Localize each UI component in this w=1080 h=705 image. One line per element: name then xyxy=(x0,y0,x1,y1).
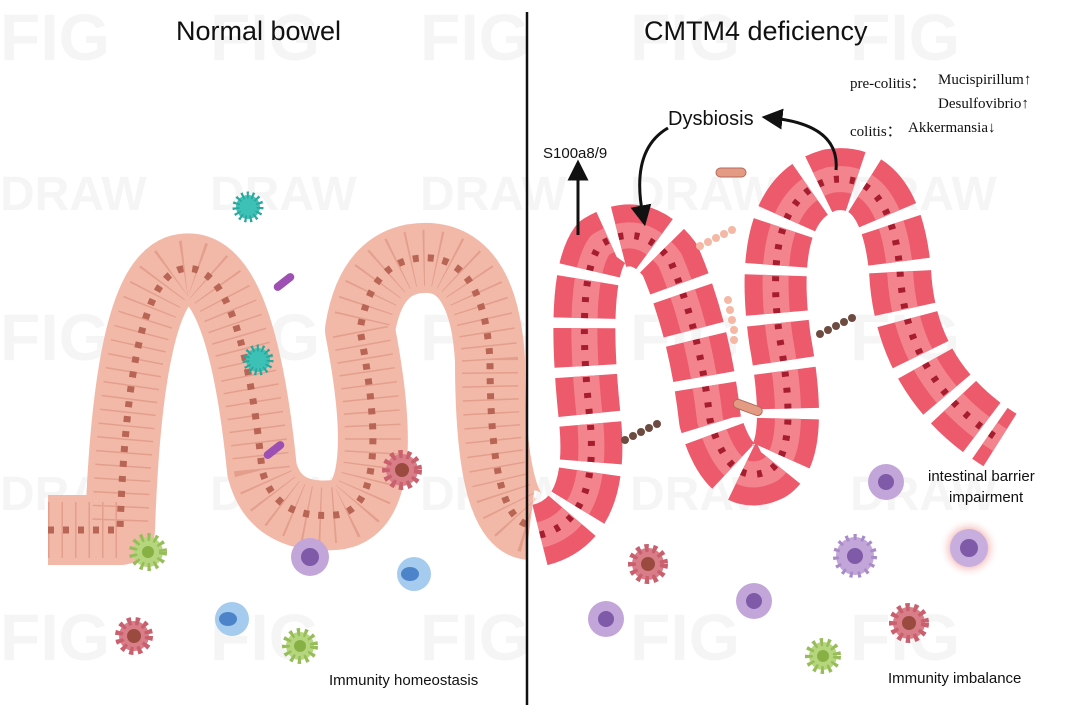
spiky-bacterium xyxy=(232,191,264,223)
barrier-label-line2: impairment xyxy=(949,489,1024,506)
dysbiosis-arrow-right xyxy=(761,108,838,171)
macrophage xyxy=(889,603,929,643)
dendritic-cell xyxy=(805,638,841,674)
dark-cocci-chain xyxy=(816,314,856,338)
neutrophil xyxy=(736,583,772,619)
cocci-chain xyxy=(724,296,738,344)
immunity-imbalance-label: Immunity imbalance xyxy=(888,670,1022,687)
neutrophil xyxy=(868,464,904,500)
s100-label: S100a8/9 xyxy=(543,145,608,162)
watermark-text: FIG xyxy=(0,300,110,374)
neutrophil xyxy=(291,538,329,576)
watermark-text: DRAW xyxy=(210,168,357,221)
flagellated-bacterium xyxy=(715,167,747,178)
macrophage xyxy=(115,617,153,655)
normal-epithelium xyxy=(48,222,545,565)
dysbiosis-label: Dysbiosis xyxy=(668,108,754,130)
dendritic-cell xyxy=(282,628,318,664)
precolitis-label: pre-colitis： xyxy=(850,76,926,92)
inflamed-epithelium xyxy=(530,148,1018,566)
cocci-chain xyxy=(696,226,736,250)
left-panel-title: Normal bowel xyxy=(176,16,342,46)
right-panel-title: CMTM4 deficiency xyxy=(644,16,868,46)
watermark-text: FIG xyxy=(630,600,740,674)
watermark-text: FIG xyxy=(0,0,110,74)
dendritic-cell xyxy=(129,533,167,571)
watermark-text: DRAW xyxy=(420,168,567,221)
precolitis-taxon-mucispirillum: Mucispirillum↑ xyxy=(938,72,1032,88)
macrophage xyxy=(628,544,668,584)
lymphocyte xyxy=(215,602,249,636)
neutrophil xyxy=(588,601,624,637)
spiky-bacterium xyxy=(242,344,274,376)
watermark-text: DRAW xyxy=(0,168,147,221)
dysbiosis-arrow-left xyxy=(630,126,669,227)
degranulating-neutrophil xyxy=(833,534,877,578)
lymphocyte xyxy=(397,557,431,591)
watermark-text: FIG xyxy=(420,0,530,74)
flagellated-bacterium xyxy=(732,398,763,417)
barrier-label-line1: intestinal barrier xyxy=(928,468,1035,485)
colitis-taxon-akkermansia: Akkermansia↓ xyxy=(908,120,996,136)
macrophage xyxy=(382,450,422,490)
activated-neutrophil xyxy=(939,518,999,578)
dark-cocci-chain xyxy=(621,420,661,444)
precolitis-taxon-desulfovibrio: Desulfovibrio↑ xyxy=(938,96,1029,112)
rod-bacterium xyxy=(273,273,295,291)
immunity-homeostasis-label: Immunity homeostasis xyxy=(329,672,479,689)
rod-bacterium xyxy=(263,441,285,459)
watermark-text: FIG xyxy=(420,600,530,674)
colitis-label: colitis： xyxy=(850,124,902,140)
watermark-text: FIG xyxy=(0,600,110,674)
